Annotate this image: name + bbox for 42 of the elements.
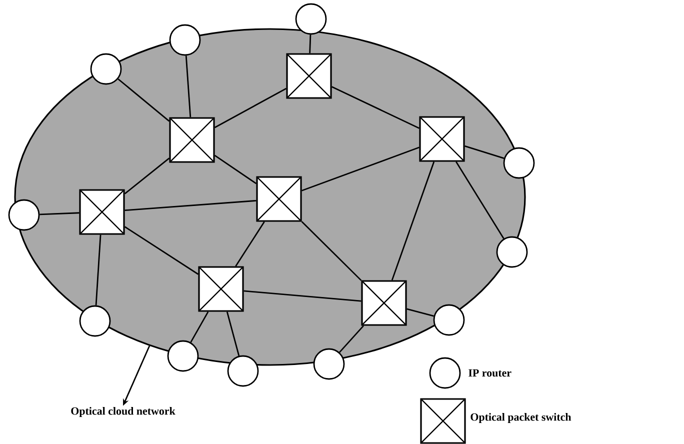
switch-box [79, 189, 125, 235]
link-line [40, 212, 80, 216]
link-line [244, 290, 362, 302]
router-circle [313, 348, 345, 380]
link-line [301, 221, 362, 281]
switch-box [361, 280, 407, 326]
link-line [190, 311, 209, 343]
router-circle [433, 304, 465, 336]
switch-box [198, 266, 244, 312]
link-line [302, 146, 420, 192]
switch-box [286, 53, 332, 99]
router-circle [496, 236, 528, 268]
router-circle [227, 355, 259, 387]
link-line [226, 312, 240, 356]
link-line [185, 56, 192, 118]
legend-text: Optical packet switch [470, 413, 572, 423]
switch-box [419, 116, 465, 162]
router-circle [503, 147, 535, 179]
legend-text: IP router [468, 369, 512, 377]
link-line [464, 145, 504, 159]
link-line [309, 34, 312, 54]
network-label: Optical cloud network [71, 407, 176, 417]
link-line [95, 234, 102, 306]
link-line [456, 161, 504, 240]
link-line [332, 86, 420, 129]
link-line [339, 325, 364, 353]
switch-box [256, 176, 302, 222]
link-line [214, 88, 287, 128]
link-line [124, 226, 199, 275]
link-line [214, 154, 257, 184]
router-circle [79, 305, 111, 337]
router-circle [295, 3, 327, 35]
link-line [124, 200, 256, 212]
switch-box [169, 117, 215, 163]
link-line [235, 221, 265, 267]
link-line [391, 162, 435, 280]
link-line [118, 78, 170, 122]
router-circle [8, 199, 40, 231]
router-circle [169, 24, 201, 56]
link-line [124, 158, 170, 194]
router-circle [167, 340, 199, 372]
link-line [406, 308, 434, 317]
